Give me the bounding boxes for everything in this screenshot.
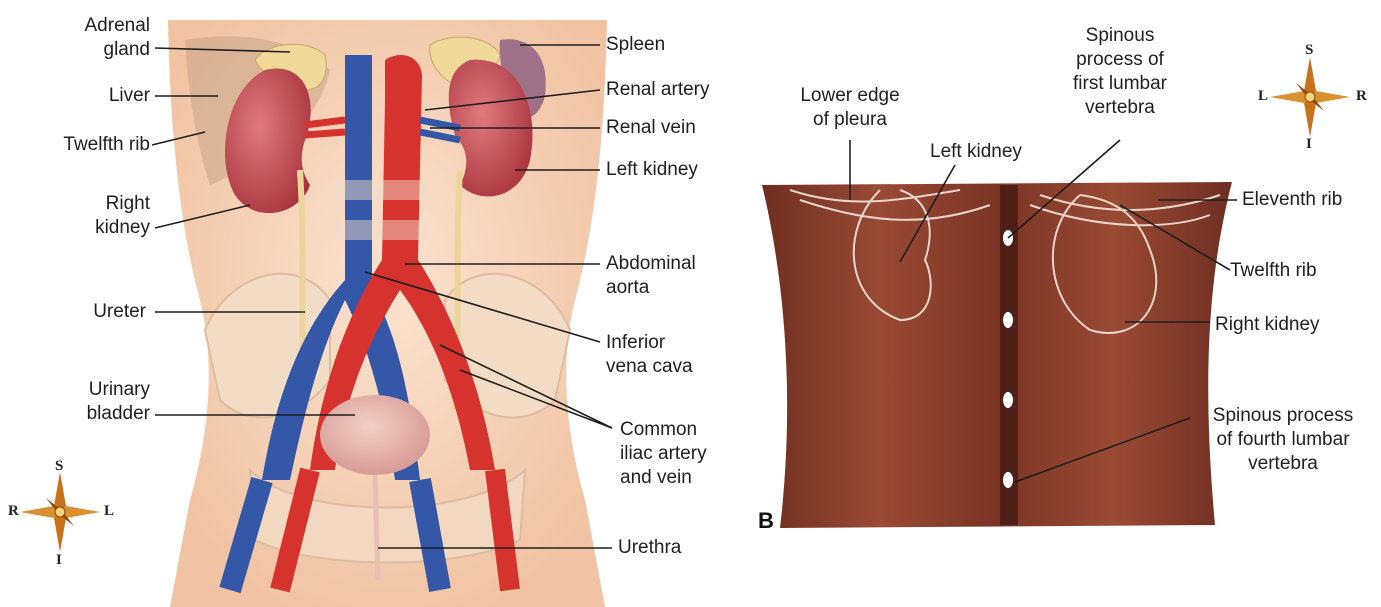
compass-a-icon (20, 472, 100, 552)
label-ureter: Ureter (93, 301, 146, 322)
label-spinous-first: Spinous process of first lumbar vertebra (1073, 25, 1167, 118)
label-twelfth-rib-b: Twelfth rib (1230, 260, 1317, 281)
label-spleen: Spleen (606, 34, 666, 55)
compass-a-bottom: I (56, 552, 62, 568)
back-photo (762, 182, 1232, 528)
label-urethra: Urethra (618, 537, 682, 558)
label-right-kidney-a: Right kidney (95, 193, 150, 238)
label-renal-vein: Renal vein (606, 117, 696, 138)
label-right-kidney-b: Right kidney (1215, 314, 1320, 335)
compass-b-icon (1270, 57, 1350, 137)
label-spinous-fourth: Spinous process of fourth lumbar vertebr… (1212, 405, 1354, 474)
compass-a-left: R (8, 503, 19, 519)
compass-a-right: L (104, 503, 115, 519)
label-lower-edge-pleura: Lower edge of pleura (800, 85, 900, 130)
label-renal-artery: Renal artery (606, 79, 710, 100)
compass-b-top: S (1305, 42, 1314, 58)
compass-b-right: R (1356, 88, 1367, 104)
right-kidney-organ (225, 68, 311, 214)
compass-b-bottom: I (1306, 136, 1312, 152)
label-abdominal-aorta: Abdominal aorta (606, 253, 696, 298)
label-left-kidney-a: Left kidney (606, 159, 698, 180)
vena-cava-vessel (262, 55, 420, 480)
label-left-kidney-b: Left kidney (930, 141, 1022, 162)
label-adrenal-gland: Adrenal gland (84, 15, 151, 60)
aorta-vessel (310, 55, 495, 470)
panel-b-letter: B (758, 508, 774, 533)
label-liver: Liver (108, 85, 150, 106)
label-twelfth-rib-a: Twelfth rib (63, 134, 150, 155)
label-eleventh-rib: Eleventh rib (1242, 189, 1343, 210)
label-inferior-vena-cava: Inferior vena cava (606, 332, 693, 377)
compass-b-left: L (1258, 88, 1269, 104)
bladder-organ (320, 395, 430, 475)
label-urinary-bladder: Urinary bladder (86, 379, 150, 424)
compass-a-top: S (55, 458, 64, 474)
label-common-iliac: Common iliac artery and vein (620, 419, 707, 488)
